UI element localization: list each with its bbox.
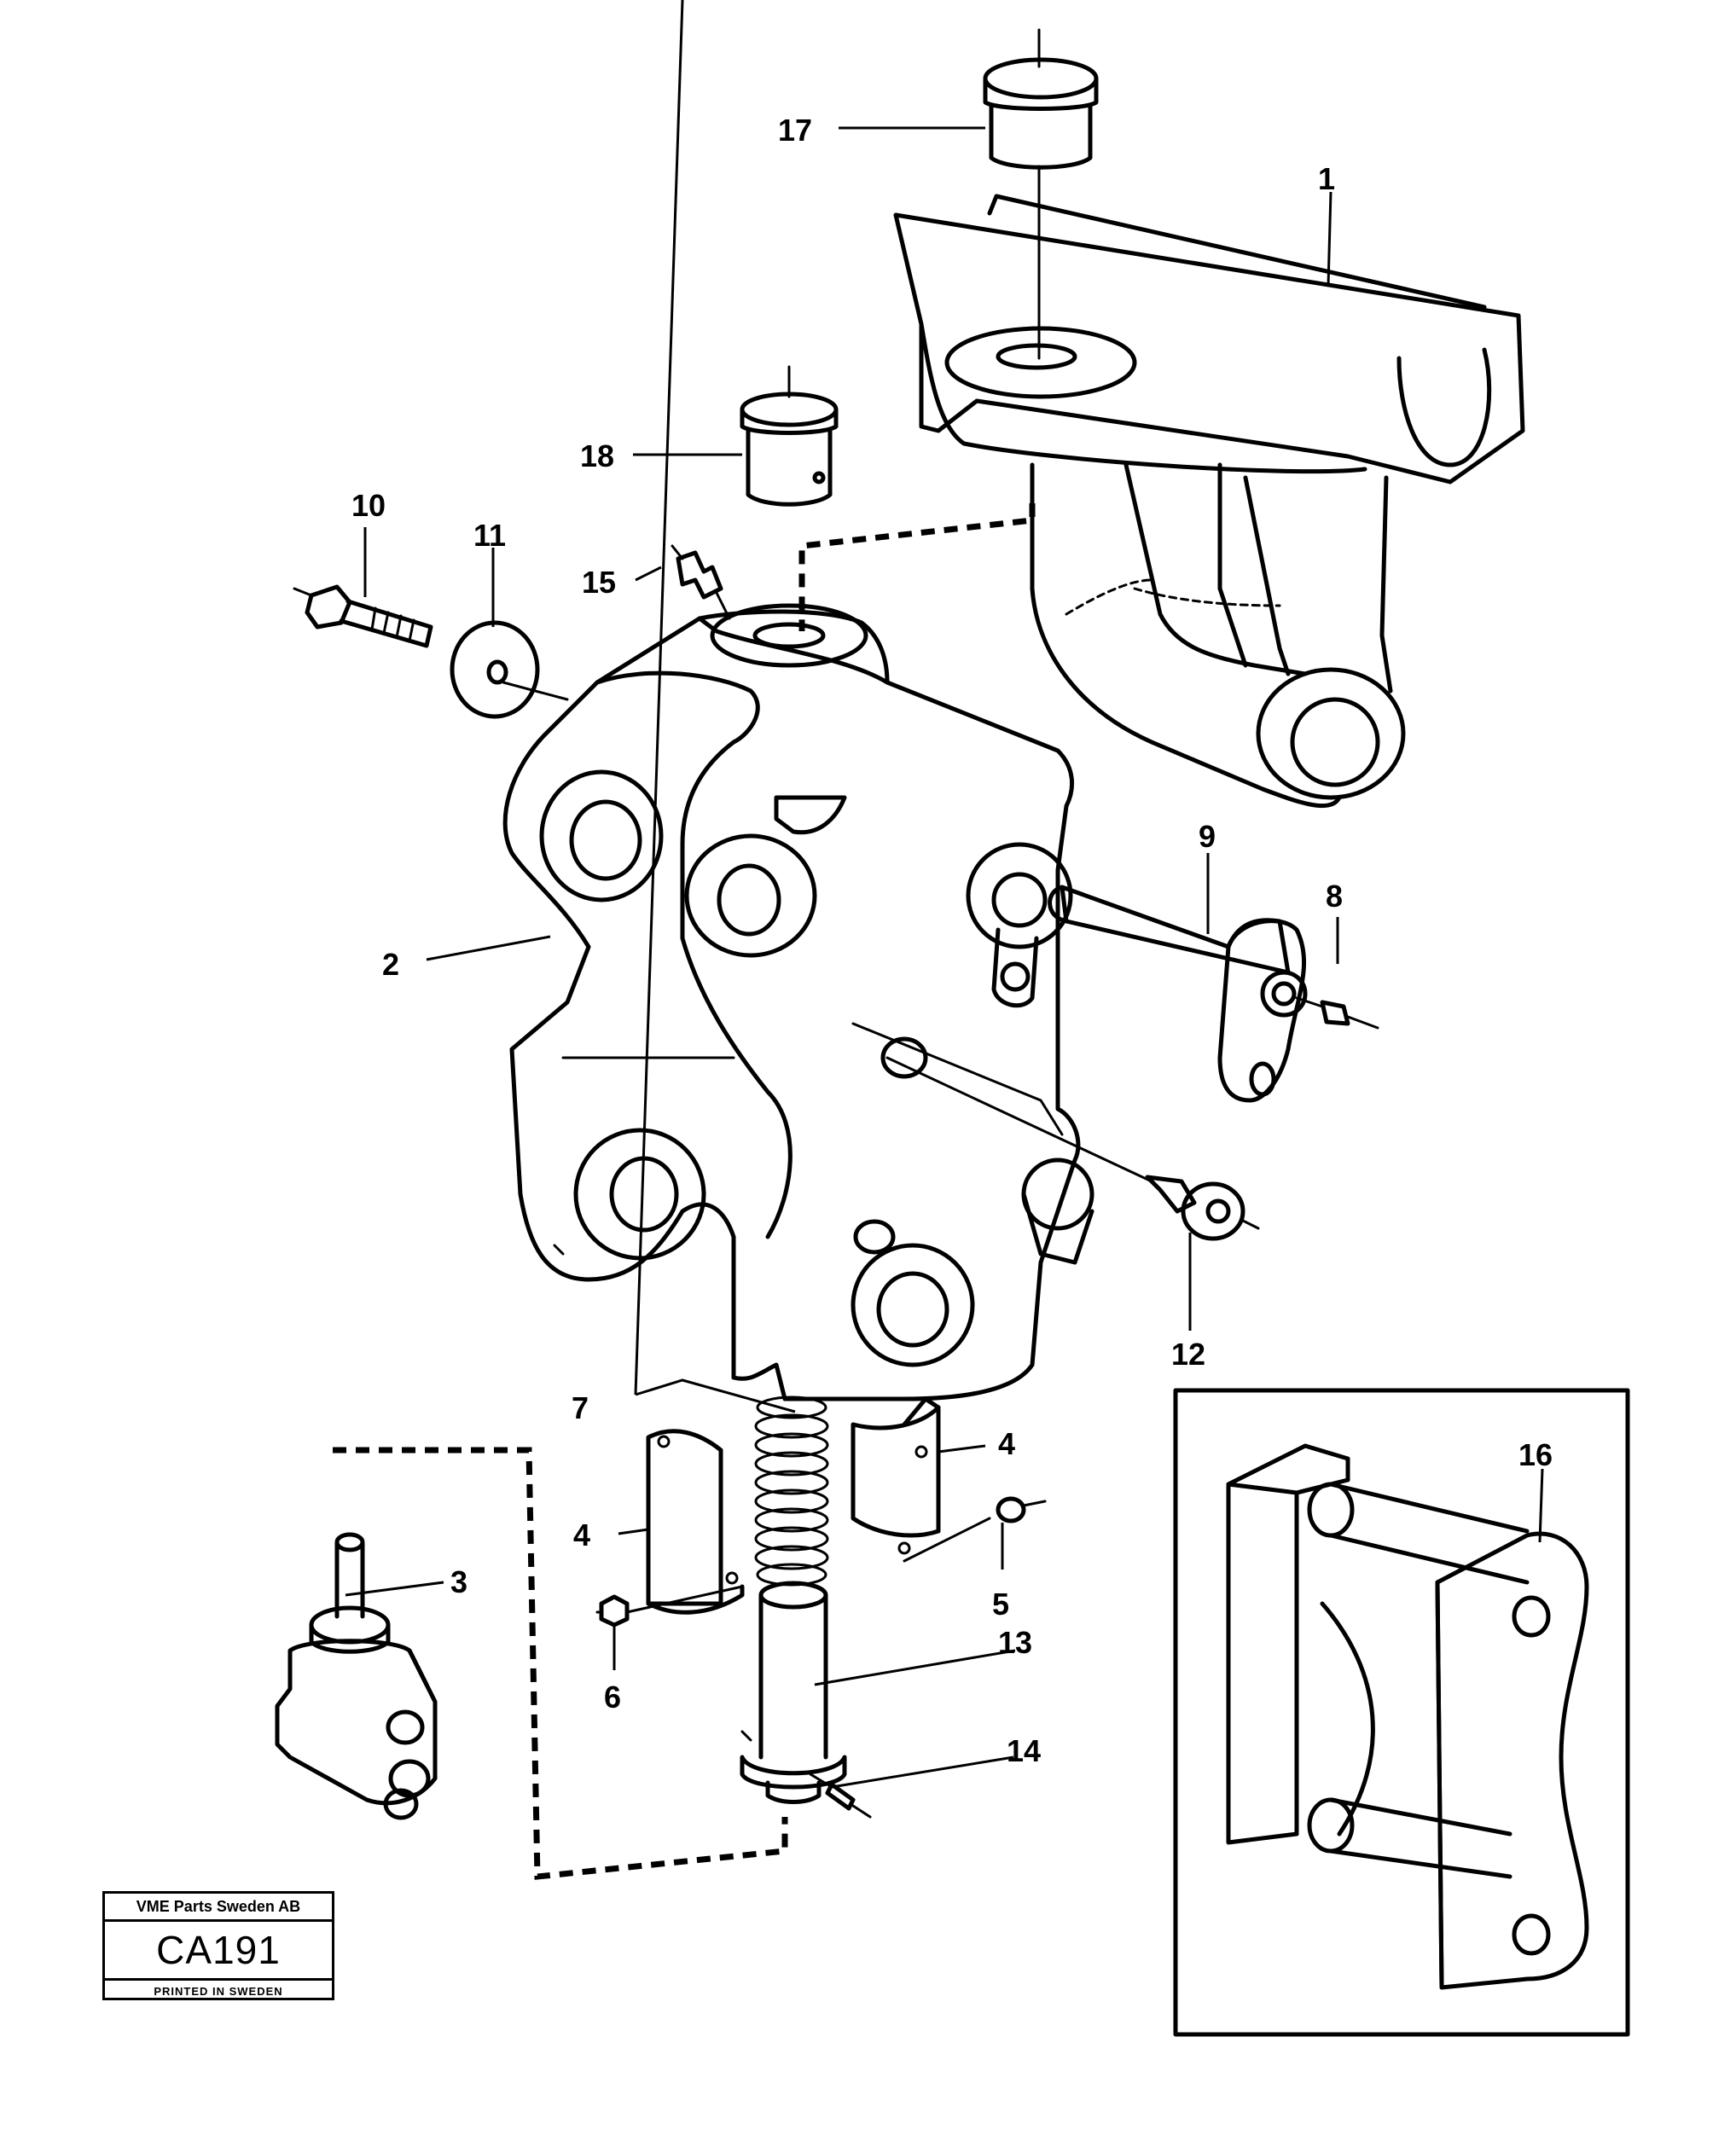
callout-13: 13 — [998, 1625, 1032, 1660]
part-6-nut — [595, 1585, 744, 1628]
part-10-bolt — [293, 584, 433, 648]
stamp-printed-note: PRINTED IN SWEDEN — [154, 1985, 283, 1998]
callout-3: 3 — [450, 1564, 467, 1599]
callout-8: 8 — [1326, 879, 1343, 914]
callout-17: 17 — [778, 113, 812, 148]
part-13-sleeve — [740, 1581, 847, 1804]
detail-inset-frame — [1173, 1388, 1630, 2037]
part-12-socket-screw — [885, 1056, 1260, 1241]
leader-lines — [345, 0, 1544, 1789]
part-9-pin — [1048, 885, 1308, 1103]
assembly-line-upper — [798, 503, 1036, 631]
part-7-spring — [754, 1396, 829, 1587]
part-11-washer — [450, 620, 569, 719]
part-3-valve — [275, 1532, 438, 1820]
callout-18: 18 — [580, 438, 614, 473]
callout-4-left: 4 — [573, 1517, 590, 1552]
callout-16: 16 — [1518, 1437, 1553, 1472]
callout-7: 7 — [572, 1390, 589, 1425]
callout-14: 14 — [1007, 1733, 1041, 1768]
publisher-stamp: VME Parts Sweden AB CA191 PRINTED IN SWE… — [102, 1891, 334, 2000]
callout-11: 11 — [473, 518, 506, 553]
part-8-screw — [1295, 996, 1379, 1030]
part-18-bushing — [740, 365, 839, 507]
part-15-grease-nipple — [671, 544, 731, 620]
callout-2: 2 — [382, 947, 399, 982]
part-4-half-shell-right — [851, 1396, 941, 1555]
callout-labels: 1 2 3 4 4 5 6 7 8 9 10 11 12 13 14 15 16… — [351, 113, 1553, 1768]
assembly-line-lower — [333, 1447, 788, 1880]
stamp-company: VME Parts Sweden AB — [105, 1894, 332, 1922]
part-16-linkage-bracket — [1226, 1443, 1589, 1990]
stamp-diagram-code: CA191 — [105, 1922, 332, 1981]
part-5-screw — [903, 1496, 1047, 1563]
callout-6: 6 — [604, 1680, 621, 1715]
callout-12: 12 — [1171, 1337, 1205, 1372]
callout-9: 9 — [1199, 819, 1216, 854]
part-17-bushing — [983, 28, 1099, 360]
callout-1: 1 — [1318, 161, 1335, 196]
callout-5: 5 — [992, 1587, 1009, 1622]
part-4-half-shell-left — [646, 1429, 745, 1615]
callout-10: 10 — [351, 488, 386, 523]
part-2-swing-bracket — [502, 603, 1094, 1401]
part-14-pin — [809, 1773, 872, 1819]
callout-15: 15 — [582, 565, 616, 600]
part-1-frame-bracket — [893, 194, 1525, 809]
callout-4-right: 4 — [998, 1426, 1015, 1461]
